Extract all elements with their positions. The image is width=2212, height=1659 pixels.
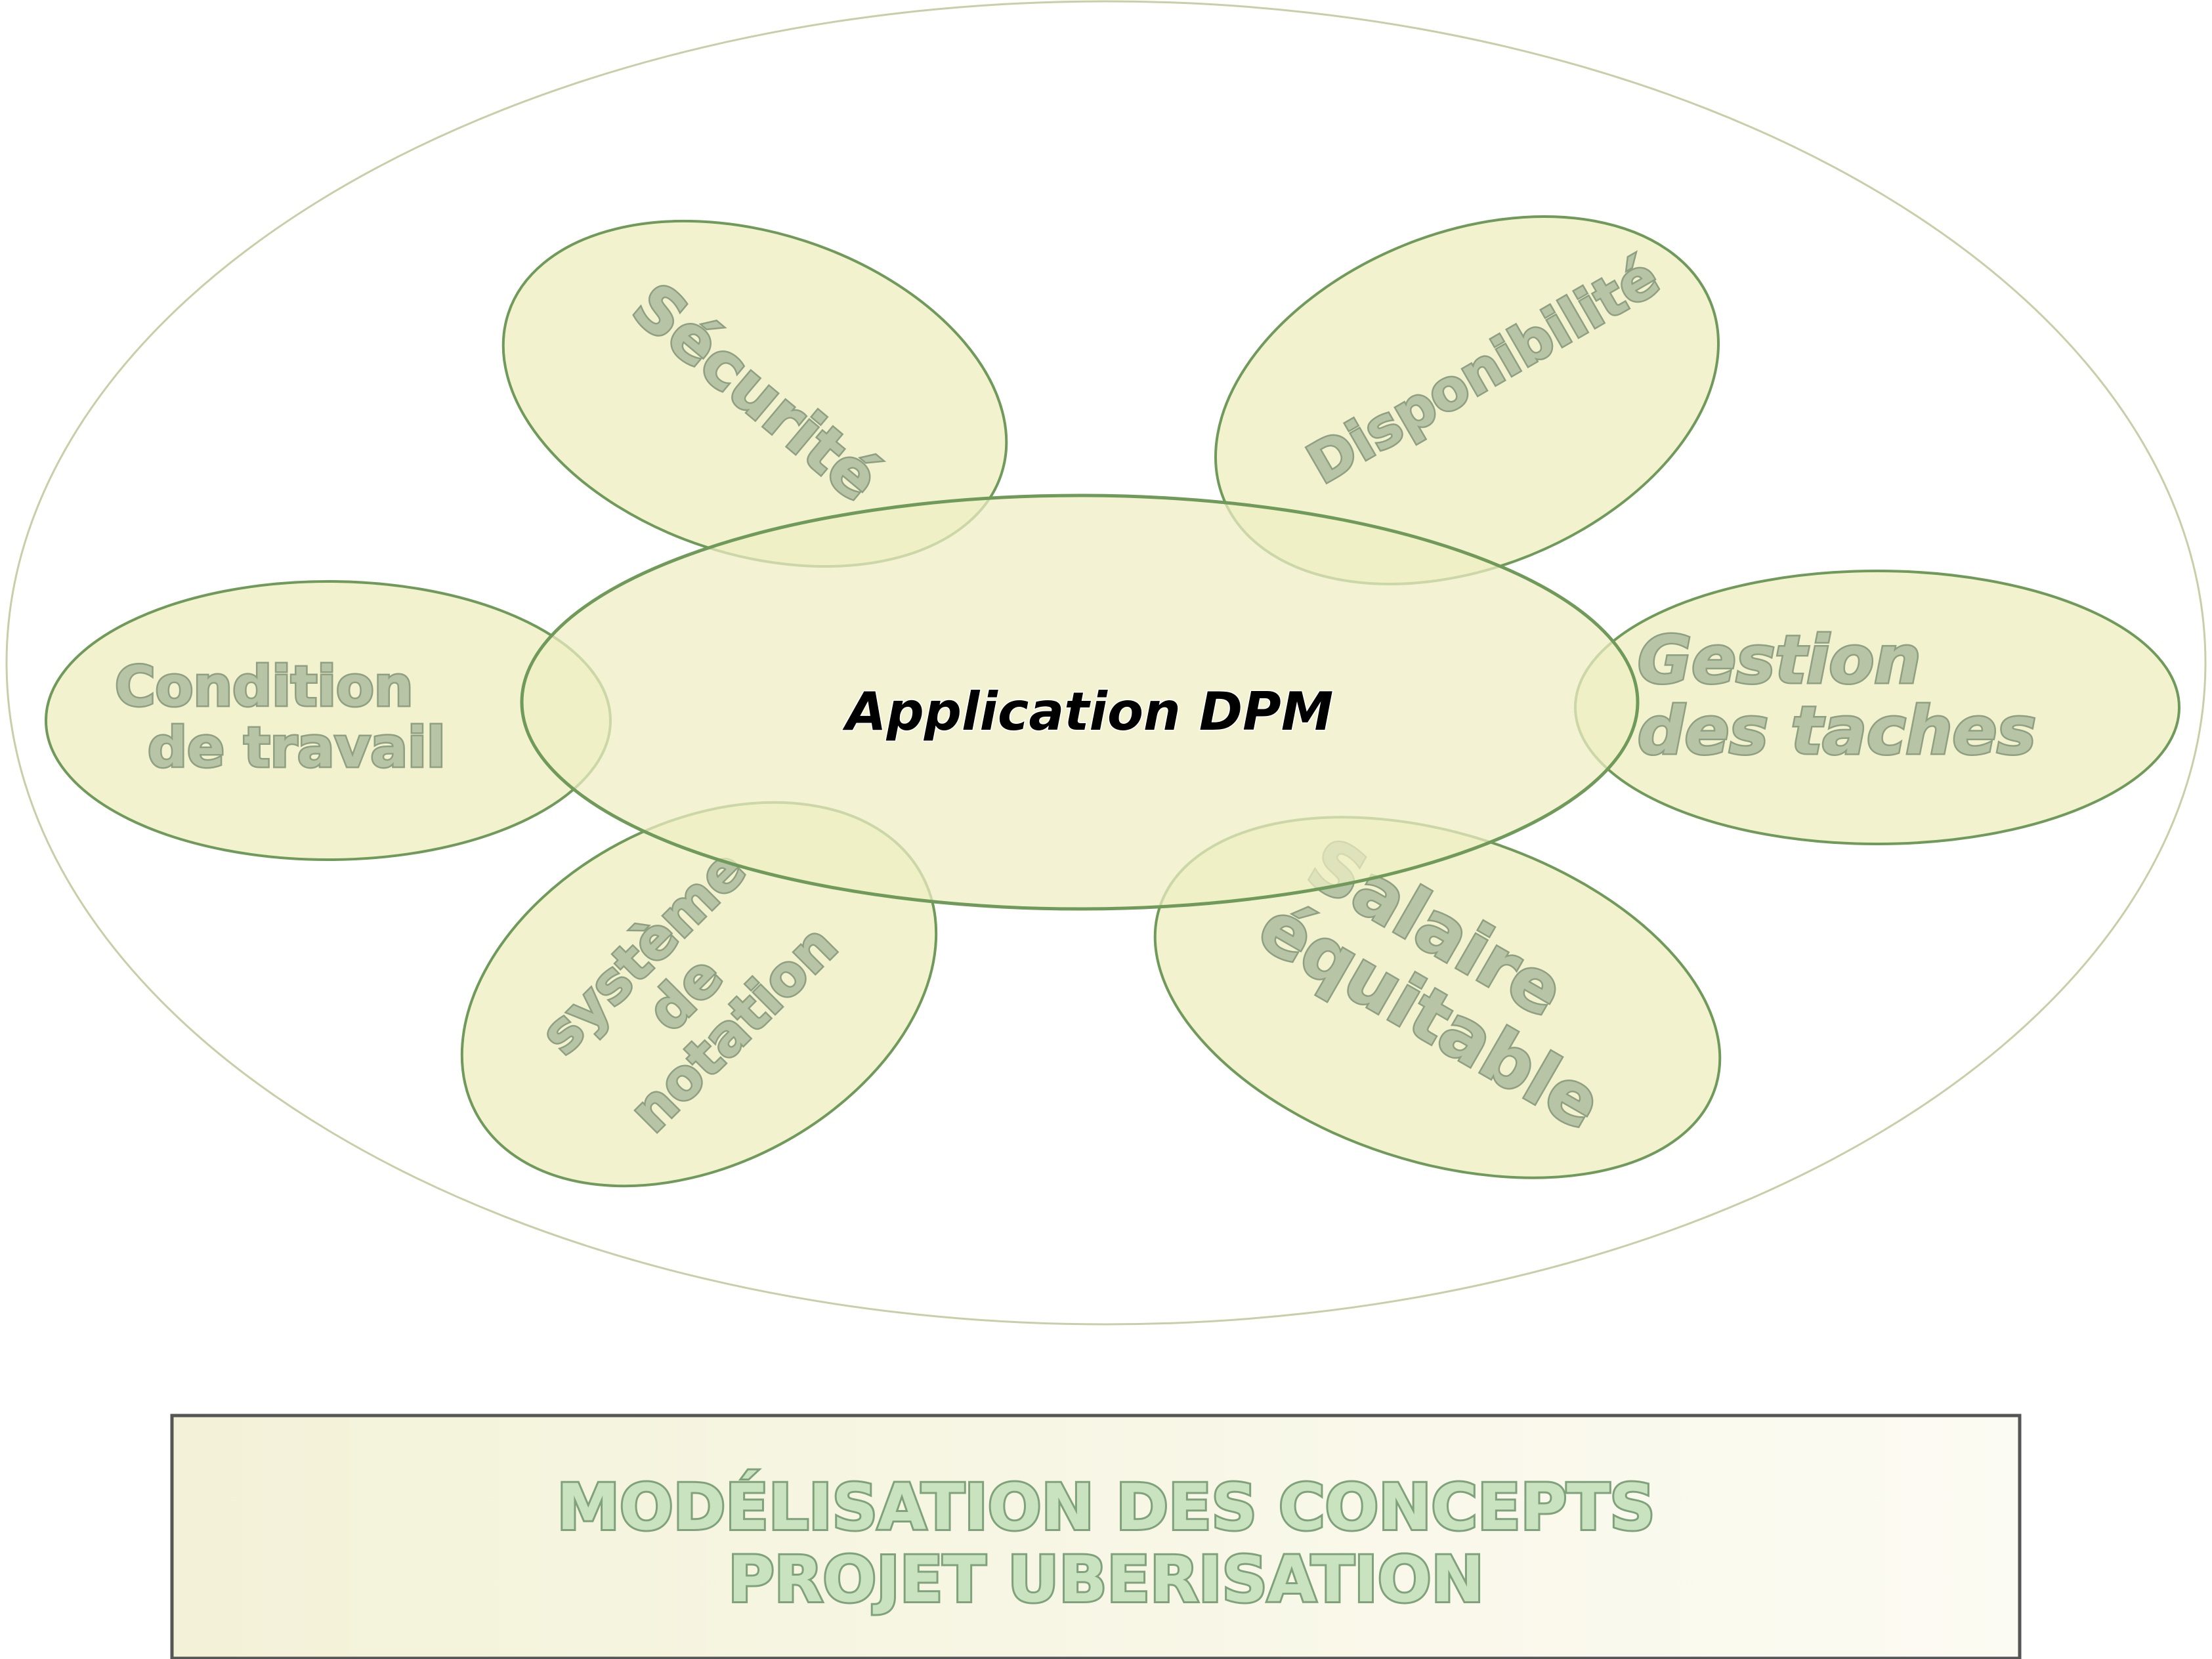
petal-notation: système de notation [460,801,938,1188]
petal-gestion: Gestion des taches [1574,570,2180,845]
petal-gestion-label: Gestion des taches [1638,621,2036,769]
banner-title-line2: PROJET UBERISATION [728,1543,1484,1616]
petal-securite-shape [501,219,1008,568]
petal-condition: Condition de travail [45,580,612,861]
title-banner-box [170,1414,2022,1659]
center-node: Application DPM [520,494,1640,911]
petal-salaire: Salaire équitable [1153,816,1722,1179]
center-node-shape [520,494,1640,911]
banner-title-line1: MODÉLISATION DES CONCEPTS [557,1470,1655,1544]
outer-boundary [5,0,2207,1326]
center-node-label: Application DPM [842,681,1334,742]
petal-condition-label: Condition de travail [115,654,446,780]
title-banner: MODÉLISATION DES CONCEPTS PROJET UBERISA… [170,1414,2022,1659]
petal-disponibilite: Disponibilité [1214,215,1720,585]
petal-disponibilite-shape [1214,215,1720,585]
petal-securite: Sécurité [501,219,1008,568]
